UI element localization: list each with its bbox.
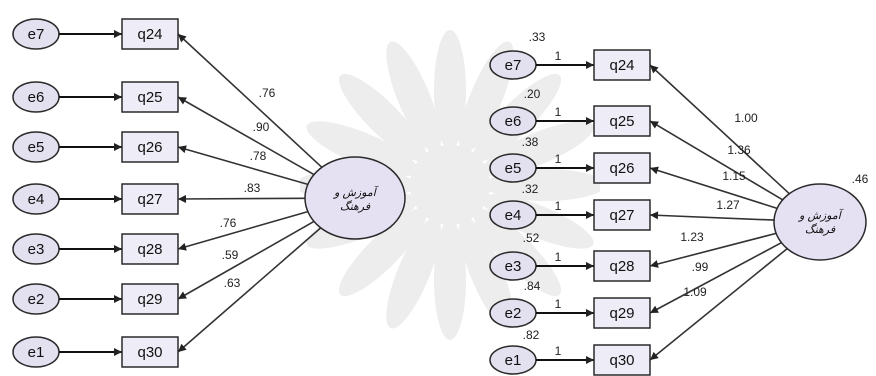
watermark-petal [434, 220, 466, 340]
error-label: e5 [505, 160, 522, 177]
loading-value: .63 [224, 276, 241, 290]
error-label: e2 [505, 305, 522, 322]
indicator-label: q28 [137, 241, 162, 258]
error-variance: .82 [523, 328, 540, 342]
error-variance: .20 [524, 87, 541, 101]
indicator-box-q26 [593, 152, 651, 184]
indicator-label: q25 [609, 113, 634, 130]
error-label: e3 [28, 241, 45, 258]
indicator-box-q25 [593, 105, 651, 137]
loading-value: 1.27 [716, 198, 740, 212]
loading-path [177, 210, 309, 251]
loading-value: 1.15 [722, 169, 746, 183]
indicator-box-q27 [121, 183, 179, 215]
error-label: e3 [505, 258, 522, 275]
indicator-label: q27 [609, 207, 634, 224]
indicator-label: q24 [137, 26, 162, 43]
loading-value: .83 [244, 181, 261, 195]
error-variance: .32 [522, 182, 539, 196]
error-label: e6 [505, 113, 522, 130]
error-label: e7 [28, 26, 45, 43]
loading-value: 1.36 [727, 143, 751, 157]
error-variance: .84 [524, 279, 541, 293]
watermark-petal [306, 121, 419, 176]
indicator-box-q25 [121, 81, 179, 113]
watermark-petal [338, 208, 427, 297]
error-variance: .33 [529, 30, 546, 44]
indicator-label: q26 [609, 160, 634, 177]
loading-value: 1.23 [680, 230, 704, 244]
latent-variance: .46 [852, 172, 869, 186]
fixed-path-weight: 1 [555, 199, 562, 213]
indicator-box-q24 [121, 18, 179, 50]
indicator-label: q27 [137, 191, 162, 208]
latent-label-line1: آموزش و [797, 208, 845, 222]
loading-path [649, 120, 784, 201]
loading-path [649, 248, 788, 361]
indicator-label: q25 [137, 89, 162, 106]
loading-path [177, 220, 315, 300]
error-label: e7 [505, 57, 522, 74]
indicator-box-q26 [121, 131, 179, 163]
loading-path [649, 241, 782, 314]
error-label: e5 [28, 139, 45, 156]
latent-label-line2: فرهنگ [805, 223, 836, 236]
fixed-path-weight: 1 [555, 344, 562, 358]
indicator-label: q30 [609, 352, 634, 369]
indicator-label: q29 [609, 305, 634, 322]
latent-variable [773, 183, 867, 261]
latent-variable [304, 156, 406, 240]
indicator-box-q29 [593, 297, 651, 329]
error-label: e1 [505, 352, 522, 369]
watermark-petal [338, 73, 427, 162]
error-label: e1 [28, 344, 45, 361]
watermark-petal [434, 30, 466, 150]
error-label: e4 [505, 207, 522, 224]
indicator-label: q28 [609, 258, 634, 275]
loading-value: .99 [692, 260, 709, 274]
indicator-label: q24 [609, 57, 634, 74]
loading-value: 1.00 [734, 111, 758, 125]
latent-label-line1: آموزش و [332, 185, 380, 199]
error-label: e2 [28, 291, 45, 308]
loading-path [649, 166, 778, 210]
loading-value: .90 [253, 120, 270, 134]
indicator-box-q24 [593, 49, 651, 81]
loading-value: .76 [259, 86, 276, 100]
loading-path [177, 227, 322, 353]
loading-value: .76 [220, 216, 237, 230]
latent-label-line2: فرهنگ [340, 200, 371, 213]
fixed-path-weight: 1 [555, 49, 562, 63]
loading-path [649, 232, 777, 268]
indicator-box-q27 [593, 199, 651, 231]
fixed-path-weight: 1 [555, 152, 562, 166]
loading-path [177, 194, 306, 203]
indicator-label: q29 [137, 291, 162, 308]
error-variance: .38 [522, 135, 539, 149]
indicator-box-q30 [593, 344, 651, 376]
fixed-path-weight: 1 [555, 105, 562, 119]
indicator-box-q29 [121, 283, 179, 315]
error-label: e4 [28, 191, 45, 208]
watermark-petal [386, 216, 441, 329]
loading-path [177, 96, 315, 176]
right-model: e7 .33 1 q24 1.00 e6.20 1 q25 1.36 e5.38 1 q26 1.15 e… [489, 30, 869, 376]
left-model: e7 q24 .76 e6 q25 .90 e5 q26 .78 e4 q27 .83 e3 q28 .76… [12, 18, 406, 368]
watermark-petal [386, 41, 441, 154]
error-label: e6 [28, 89, 45, 106]
loading-path [649, 64, 790, 195]
fixed-path-weight: 1 [555, 250, 562, 264]
indicator-label: q30 [137, 344, 162, 361]
loading-value: 1.09 [683, 285, 707, 299]
loading-path [177, 33, 323, 168]
error-variance: .52 [523, 231, 540, 245]
loading-value: .78 [250, 149, 267, 163]
loading-path [177, 145, 309, 186]
loading-value: .59 [222, 248, 239, 262]
indicator-label: q26 [137, 139, 162, 156]
fixed-path-weight: 1 [555, 297, 562, 311]
loading-path [649, 211, 775, 221]
